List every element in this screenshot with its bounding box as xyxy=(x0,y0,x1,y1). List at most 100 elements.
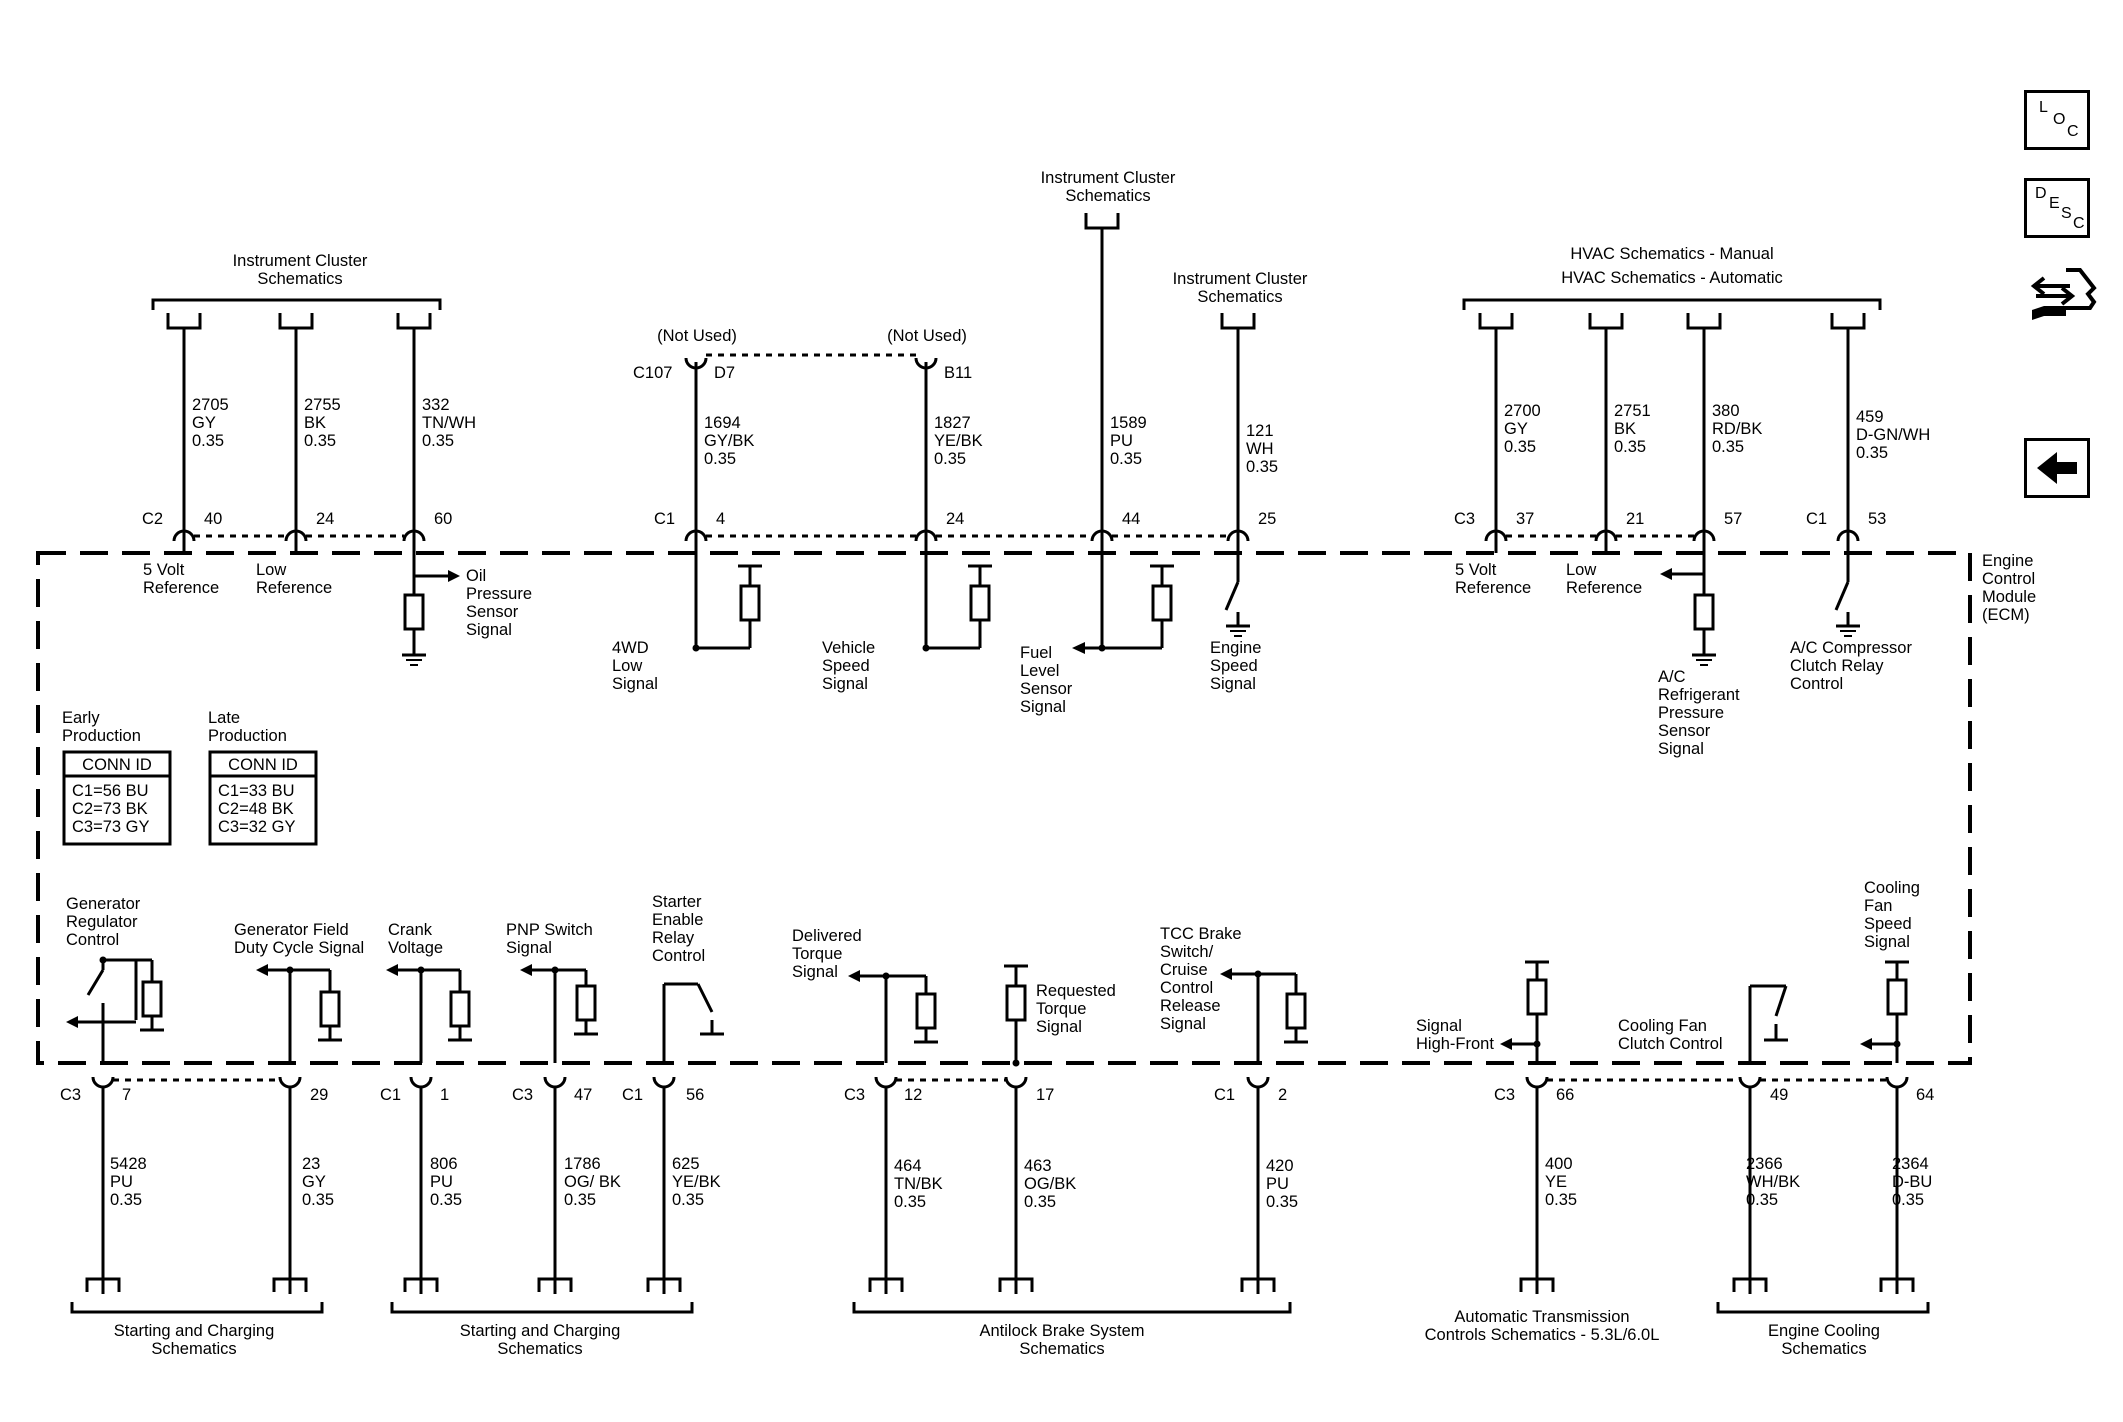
conn-c3-b2: C3 xyxy=(512,1086,533,1104)
back-button[interactable] xyxy=(2024,438,2090,498)
pin-40: 40 xyxy=(204,510,222,528)
ecm-label-2: Control xyxy=(1982,570,2035,588)
not-used-b11: (Not Used) xyxy=(887,327,967,345)
pin-1: 1 xyxy=(440,1086,449,1104)
signal-low-ref-r-2: Reference xyxy=(1566,579,1642,597)
wire-121-gauge: 0.35 xyxy=(1246,458,1278,476)
wire-2700-gauge: 0.35 xyxy=(1504,438,1536,456)
signal-tcc-5: Release xyxy=(1160,997,1221,1015)
wire-463-gauge: 0.35 xyxy=(1024,1193,1056,1211)
wire-1827-color: YE/BK xyxy=(934,432,983,450)
pin-66: 66 xyxy=(1556,1086,1574,1104)
wire-2364-num: 2364 xyxy=(1892,1155,1929,1173)
signal-fan-speed-3: Speed xyxy=(1864,915,1912,933)
signal-starter-2: Enable xyxy=(652,911,703,929)
signal-fan-speed-2: Fan xyxy=(1864,897,1892,915)
wire-2700-color: GY xyxy=(1504,420,1528,438)
signal-gen-reg-3: Control xyxy=(66,931,119,949)
wire-1786-num: 1786 xyxy=(564,1155,601,1173)
late-conn-id-header: CONN ID xyxy=(228,756,298,774)
ic-mid-connector xyxy=(1220,313,1256,330)
loc-button[interactable]: L O C xyxy=(2024,90,2090,150)
conn-id-table-late xyxy=(208,750,318,846)
signal-starter-1: Starter xyxy=(652,893,702,911)
dest-start-charge-1a: Starting and Charging xyxy=(114,1322,275,1340)
signal-ac-clutch-2: Clutch Relay xyxy=(1790,657,1884,675)
desc-button[interactable]: D E S C xyxy=(2024,178,2090,238)
signal-tcc-4: Control xyxy=(1160,979,1213,997)
pin-7: 7 xyxy=(122,1086,131,1104)
wire-806-num: 806 xyxy=(430,1155,458,1173)
wire-380-num: 380 xyxy=(1712,402,1740,420)
dest-cooling-b: Schematics xyxy=(1781,1340,1866,1358)
ic-mid-label-1: Instrument Cluster xyxy=(1173,270,1308,288)
connector-terminals-c2 xyxy=(172,529,426,542)
not-used-d7: (Not Used) xyxy=(657,327,737,345)
late-production-2: Production xyxy=(208,727,287,745)
dest-start-charge-2a: Starting and Charging xyxy=(460,1322,621,1340)
wire-400-gauge: 0.35 xyxy=(1545,1191,1577,1209)
pin-24a: 24 xyxy=(316,510,334,528)
hvac-bracket xyxy=(1462,298,1882,310)
wire-2366-color: WH/BK xyxy=(1746,1173,1800,1191)
top-connector-heads-left xyxy=(166,313,432,330)
signal-low-ref-1: Low xyxy=(256,561,286,579)
conn-c1-b2: C1 xyxy=(622,1086,643,1104)
wire-1694-gauge: 0.35 xyxy=(704,450,736,468)
dest-trans-b: Controls Schematics - 5.3L/6.0L xyxy=(1425,1326,1660,1344)
pnp-switch-circuit xyxy=(520,964,598,1063)
wire-1589-color: PU xyxy=(1110,432,1133,450)
connector-view-button[interactable] xyxy=(2030,258,2102,328)
conn-c1-hvac-label: C1 xyxy=(1806,510,1827,528)
back-arrow-icon xyxy=(2037,452,2077,484)
signal-ac-press-1: A/C xyxy=(1658,668,1686,686)
signal-5v-ref-2: Reference xyxy=(143,579,219,597)
wire-2751-gauge: 0.35 xyxy=(1614,438,1646,456)
signal-oil-1: Oil xyxy=(466,567,486,585)
wire-2755-num: 2755 xyxy=(304,396,341,414)
wire-1694-num: 1694 xyxy=(704,414,741,432)
signal-tcc-2: Switch/ xyxy=(1160,943,1214,961)
wire-2364-gauge: 0.35 xyxy=(1892,1191,1924,1209)
signal-5v-ref-r-1: 5 Volt xyxy=(1455,561,1497,579)
conn-c1-b3: C1 xyxy=(1214,1086,1235,1104)
signal-fuel-4: Signal xyxy=(1020,698,1066,716)
early-row-1: C1=56 BU xyxy=(72,782,149,800)
hvac-label-2: HVAC Schematics - Automatic xyxy=(1561,269,1783,287)
fan-clutch-circuit xyxy=(1748,984,1788,1063)
wire-625-gauge: 0.35 xyxy=(672,1191,704,1209)
wire-2751-color: BK xyxy=(1614,420,1636,438)
generator-regulator-circuit xyxy=(66,956,164,1063)
wire-459-color: D-GN/WH xyxy=(1856,426,1930,444)
bracket-abs xyxy=(852,1302,1292,1314)
signal-oil-4: Signal xyxy=(466,621,512,639)
wire-464-color: TN/BK xyxy=(894,1175,943,1193)
conn-c1-top-label: C1 xyxy=(654,510,675,528)
desc-e: E xyxy=(2049,195,2060,212)
wire-1589-gauge: 0.35 xyxy=(1110,450,1142,468)
pin-57: 57 xyxy=(1724,510,1742,528)
pin-44: 44 xyxy=(1122,510,1140,528)
wire-380-color: RD/BK xyxy=(1712,420,1762,438)
tcc-brake-circuit xyxy=(1220,968,1308,1063)
wire-1827-num: 1827 xyxy=(934,414,971,432)
dest-start-charge-1b: Schematics xyxy=(151,1340,236,1358)
wire-400-color: YE xyxy=(1545,1173,1567,1191)
signal-gen-field-2: Duty Cycle Signal xyxy=(234,939,364,957)
signal-engine-speed-1: Engine xyxy=(1210,639,1261,657)
bracket-start-charge-2 xyxy=(390,1302,694,1314)
engine-speed-circuit xyxy=(1224,553,1250,637)
dest-abs-a: Antilock Brake System xyxy=(979,1322,1144,1340)
hvac-connector-heads xyxy=(1478,313,1866,330)
signal-5v-ref-r-2: Reference xyxy=(1455,579,1531,597)
signal-ac-clutch-3: Control xyxy=(1790,675,1843,693)
signal-oil-2: Pressure xyxy=(466,585,532,603)
wire-1694-color: GY/BK xyxy=(704,432,754,450)
signal-4wd-3: Signal xyxy=(612,675,658,693)
crank-voltage-circuit xyxy=(386,964,472,1063)
wire-625-color: YE/BK xyxy=(672,1173,721,1191)
desc-c: C xyxy=(2073,215,2085,232)
wire-2366-num: 2366 xyxy=(1746,1155,1783,1173)
pin-37: 37 xyxy=(1516,510,1534,528)
early-conn-id-header: CONN ID xyxy=(82,756,152,774)
